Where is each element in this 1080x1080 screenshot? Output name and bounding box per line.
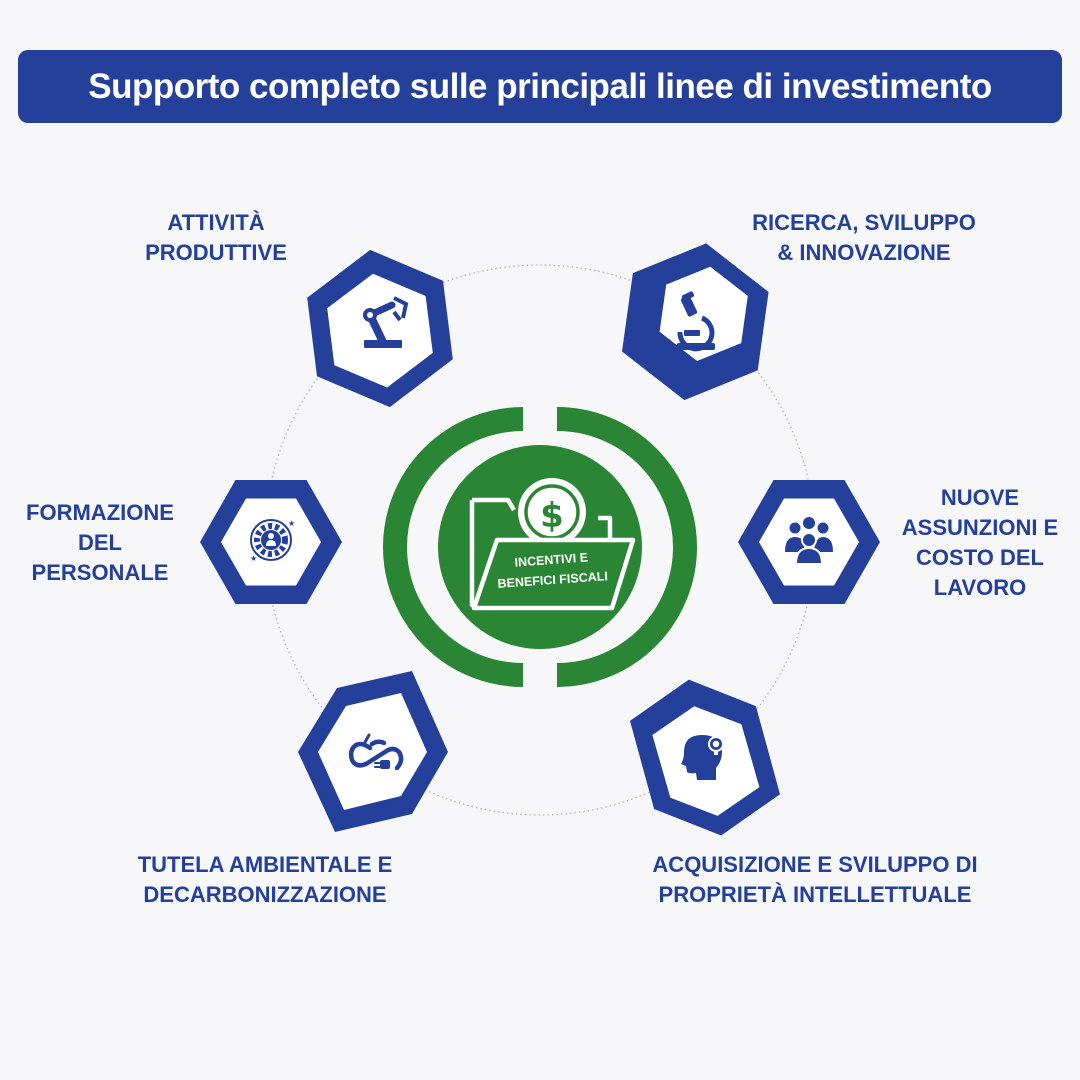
- gear-person-icon: ★ ★: [250, 519, 295, 563]
- hex-formazione-personale: ★ ★: [200, 480, 342, 604]
- title-banner: Supporto completo sulle principali linee…: [18, 50, 1062, 123]
- svg-text:★: ★: [288, 519, 295, 528]
- center-ring-left: [383, 407, 524, 687]
- hex-attivita-produttive: [307, 249, 453, 408]
- hex-proprieta-intellettuale: [630, 679, 780, 836]
- microscope-icon: [677, 291, 715, 352]
- label-ricerca-sviluppo: RICERCA, SVILUPPO & INNOVAZIONE: [752, 210, 976, 265]
- label-formazione-personale: FORMAZIONE DEL PERSONALE: [26, 500, 174, 585]
- eco-plug-icon: [348, 733, 404, 771]
- team-icon: [785, 517, 833, 565]
- center-ring-right: [556, 407, 697, 687]
- center-medallion: $: [383, 407, 697, 687]
- svg-text:★: ★: [250, 554, 257, 563]
- label-attivita-produttive: ATTIVITÀ PRODUTTIVE: [145, 210, 287, 265]
- hex-nuove-assunzioni: [738, 480, 880, 604]
- label-nuove-assunzioni: NUOVE ASSUNZIONI E COSTO DEL LAVORO: [901, 485, 1059, 600]
- hex-ricerca-sviluppo: [622, 243, 769, 401]
- hex-tutela-ambientale: [298, 671, 448, 832]
- robot-arm-icon: [363, 296, 409, 348]
- dollar-folder-icon: $: [469, 478, 636, 611]
- svg-text:$: $: [540, 496, 564, 536]
- label-tutela-ambientale: TUTELA AMBIENTALE E DECARBONIZZAZIONE: [137, 852, 393, 907]
- head-lightbulb-icon: [681, 735, 724, 780]
- label-proprieta-intellettuale: ACQUISIZIONE E SVILUPPO DI PROPRIETÀ INT…: [652, 852, 978, 907]
- page-title: Supporto completo sulle principali linee…: [88, 66, 992, 106]
